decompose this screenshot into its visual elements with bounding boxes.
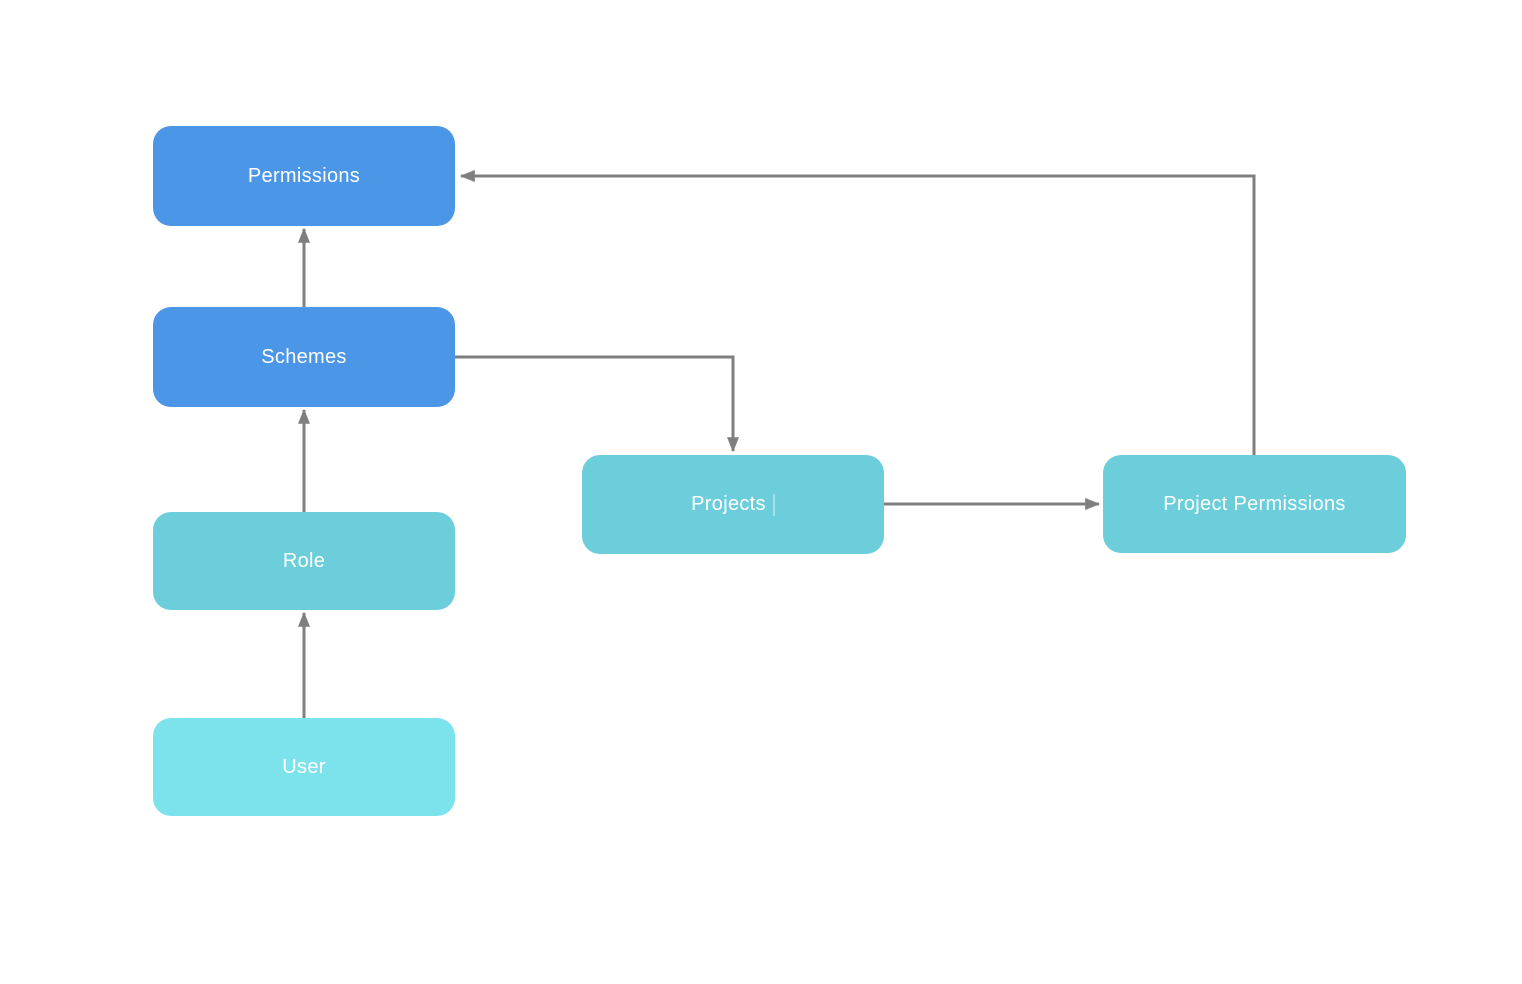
node-permissions-label: Permissions [247, 164, 361, 187]
node-projects[interactable]: Projects [582, 455, 884, 554]
node-role[interactable]: Role [153, 512, 455, 610]
node-schemes-label: Schemes [261, 345, 347, 368]
node-user-label: User [282, 755, 326, 778]
connector-schemes-to-projects[interactable] [455, 355, 739, 453]
text-cursor [772, 493, 775, 516]
node-user[interactable]: User [153, 718, 455, 816]
node-projects-label: Projects [691, 493, 766, 515]
node-role-label: Role [282, 549, 326, 572]
node-schemes[interactable]: Schemes [153, 307, 455, 407]
node-permissions[interactable]: Permissions [153, 126, 455, 226]
connector-project-permissions-to-permissions[interactable] [459, 170, 1256, 455]
node-project-permissions-label: Project Permissions [1163, 492, 1346, 515]
node-project-permissions[interactable]: Project Permissions [1103, 455, 1406, 553]
